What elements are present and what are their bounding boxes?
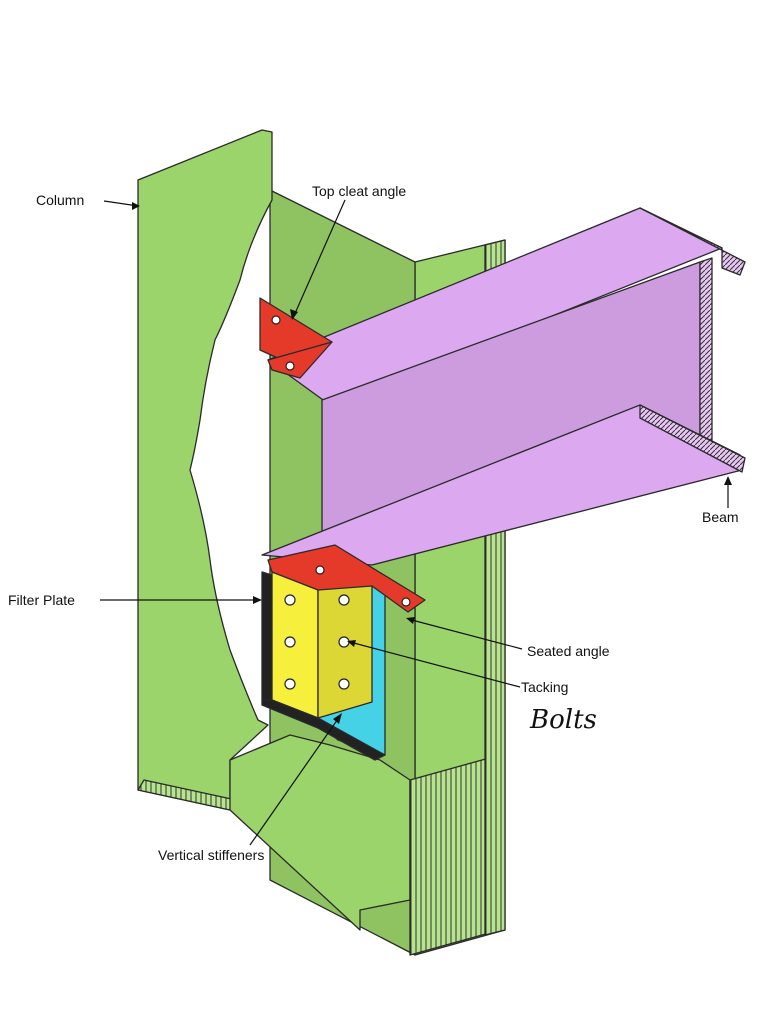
label-bolts: Bolts xyxy=(529,705,597,735)
beam-web-end xyxy=(699,257,713,445)
tacking-bolt xyxy=(338,678,350,690)
seated-angle-bolt xyxy=(401,597,411,607)
beam-bottom-flange-edge xyxy=(639,404,746,473)
filter-plate-assembly xyxy=(261,544,426,761)
top-cleat-horizontal-leg xyxy=(267,341,333,379)
top-cleat-angle xyxy=(259,297,333,379)
tacking-bolt xyxy=(284,594,296,606)
tacking-bolt xyxy=(284,678,296,690)
top-cleat-bolt xyxy=(285,361,295,371)
tacking-bolt xyxy=(338,636,350,648)
label-tacking: Tacking xyxy=(521,679,568,695)
label-filter-plate: Filter Plate xyxy=(8,592,75,608)
filter-plate-left xyxy=(271,571,319,719)
label-seated-angle: Seated angle xyxy=(527,643,610,659)
filter-plate-back xyxy=(261,571,273,706)
tacking-bolt xyxy=(338,594,350,606)
column-front-flange xyxy=(137,129,273,811)
label-vertical-stiffeners: Vertical stiffeners xyxy=(158,847,264,863)
tacking-bolt xyxy=(284,636,296,648)
top-cleat-bolt xyxy=(271,315,281,325)
beam-top-flange-edge xyxy=(639,207,746,276)
bracket-bottom-edge xyxy=(261,699,386,761)
leader-lines xyxy=(100,199,732,846)
label-beam: Beam xyxy=(702,509,739,525)
label-column: Column xyxy=(36,192,84,208)
label-top-cleat-angle: Top cleat angle xyxy=(312,183,406,199)
beam xyxy=(261,207,746,566)
seated-angle-bolt xyxy=(315,565,325,575)
seated-angle-top xyxy=(267,544,426,613)
